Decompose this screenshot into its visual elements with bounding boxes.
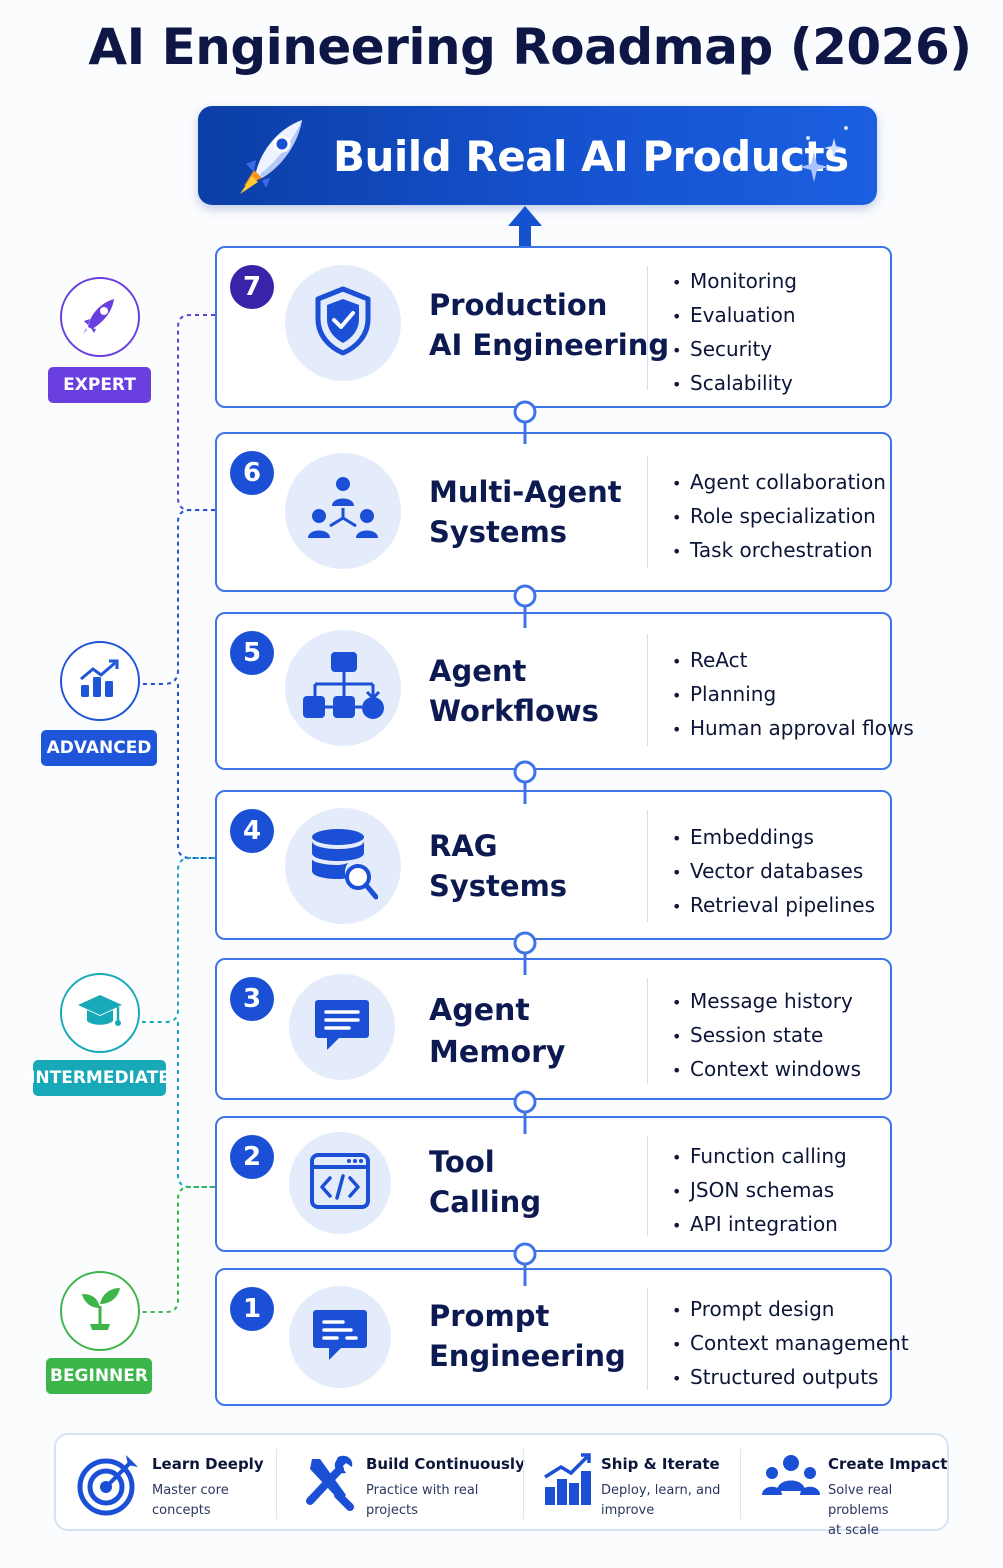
level-expert-label: EXPERT xyxy=(48,367,151,403)
chat-prompt-icon xyxy=(311,1306,369,1368)
chat-memory-icon xyxy=(313,996,371,1058)
goal-banner: Build Real AI Products xyxy=(198,106,877,205)
level-intermediate-badge xyxy=(60,973,140,1053)
shield-check-icon xyxy=(312,285,374,361)
step-number-badge: 2 xyxy=(230,1135,274,1179)
workflow-icon xyxy=(301,650,385,726)
step-icon-circle xyxy=(289,1132,391,1234)
footer-title: Create Impact xyxy=(828,1455,948,1473)
rocket-icon xyxy=(78,293,122,341)
connector-node xyxy=(513,1242,537,1286)
step-icon-circle xyxy=(285,265,401,381)
step-icon-circle xyxy=(289,974,395,1080)
tools-icon xyxy=(300,1451,356,1515)
step-icon-circle xyxy=(289,1286,391,1388)
graduation-cap-icon xyxy=(76,991,124,1035)
rocket-icon xyxy=(232,114,312,202)
bar-growth-icon xyxy=(543,1451,593,1511)
footer-title: Ship & Iterate xyxy=(601,1455,720,1473)
level-path xyxy=(142,314,215,1313)
agent-network-icon xyxy=(306,474,380,548)
code-window-icon xyxy=(309,1152,371,1214)
banner-title: Build Real AI Products xyxy=(333,132,849,181)
step-topics: Message historySession stateContext wind… xyxy=(672,985,861,1087)
sprout-icon xyxy=(78,1286,122,1336)
sparkle-icon xyxy=(794,122,854,196)
step-icon-circle xyxy=(285,453,401,569)
footer-title: Learn Deeply xyxy=(152,1455,264,1473)
level-beginner-badge xyxy=(60,1271,140,1351)
footer-title: Build Continuously xyxy=(366,1455,525,1473)
connector-node xyxy=(513,931,537,975)
step-number-badge: 6 xyxy=(230,451,274,495)
level-advanced-label: ADVANCED xyxy=(41,730,157,766)
step-number-badge: 5 xyxy=(230,631,274,675)
page-title: AI Engineering Roadmap (2026) xyxy=(88,18,972,76)
target-icon xyxy=(76,1451,142,1521)
step-topics: Agent collaborationRole specializationTa… xyxy=(672,466,886,568)
step-topics: ReActPlanningHuman approval flows xyxy=(672,644,914,746)
connector-node xyxy=(513,400,537,444)
step-number-badge: 3 xyxy=(230,977,274,1021)
level-beginner-label: BEGINNER xyxy=(46,1358,152,1394)
database-search-icon xyxy=(308,827,379,905)
step-topics: Prompt designContext managementStructure… xyxy=(672,1293,909,1395)
level-advanced-badge xyxy=(60,641,140,721)
step-topics: MonitoringEvaluationSecurityScalability xyxy=(672,265,797,401)
growth-chart-icon xyxy=(77,657,123,705)
step-topics: EmbeddingsVector databasesRetrieval pipe… xyxy=(672,821,875,923)
step-icon-circle xyxy=(285,630,401,746)
step-number-badge: 4 xyxy=(230,809,274,853)
step-number-badge: 1 xyxy=(230,1287,274,1331)
level-expert-badge xyxy=(60,277,140,357)
connector-node xyxy=(513,1090,537,1134)
step-number-badge: 7 xyxy=(230,265,274,309)
level-intermediate-label: INTERMEDIATE xyxy=(29,1060,170,1096)
connector-node xyxy=(513,584,537,628)
team-icon xyxy=(762,1451,820,1507)
step-icon-circle xyxy=(285,808,401,924)
connector-node xyxy=(513,760,537,804)
step-topics: Function callingJSON schemasAPI integrat… xyxy=(672,1140,847,1242)
up-arrow-icon xyxy=(508,206,542,252)
